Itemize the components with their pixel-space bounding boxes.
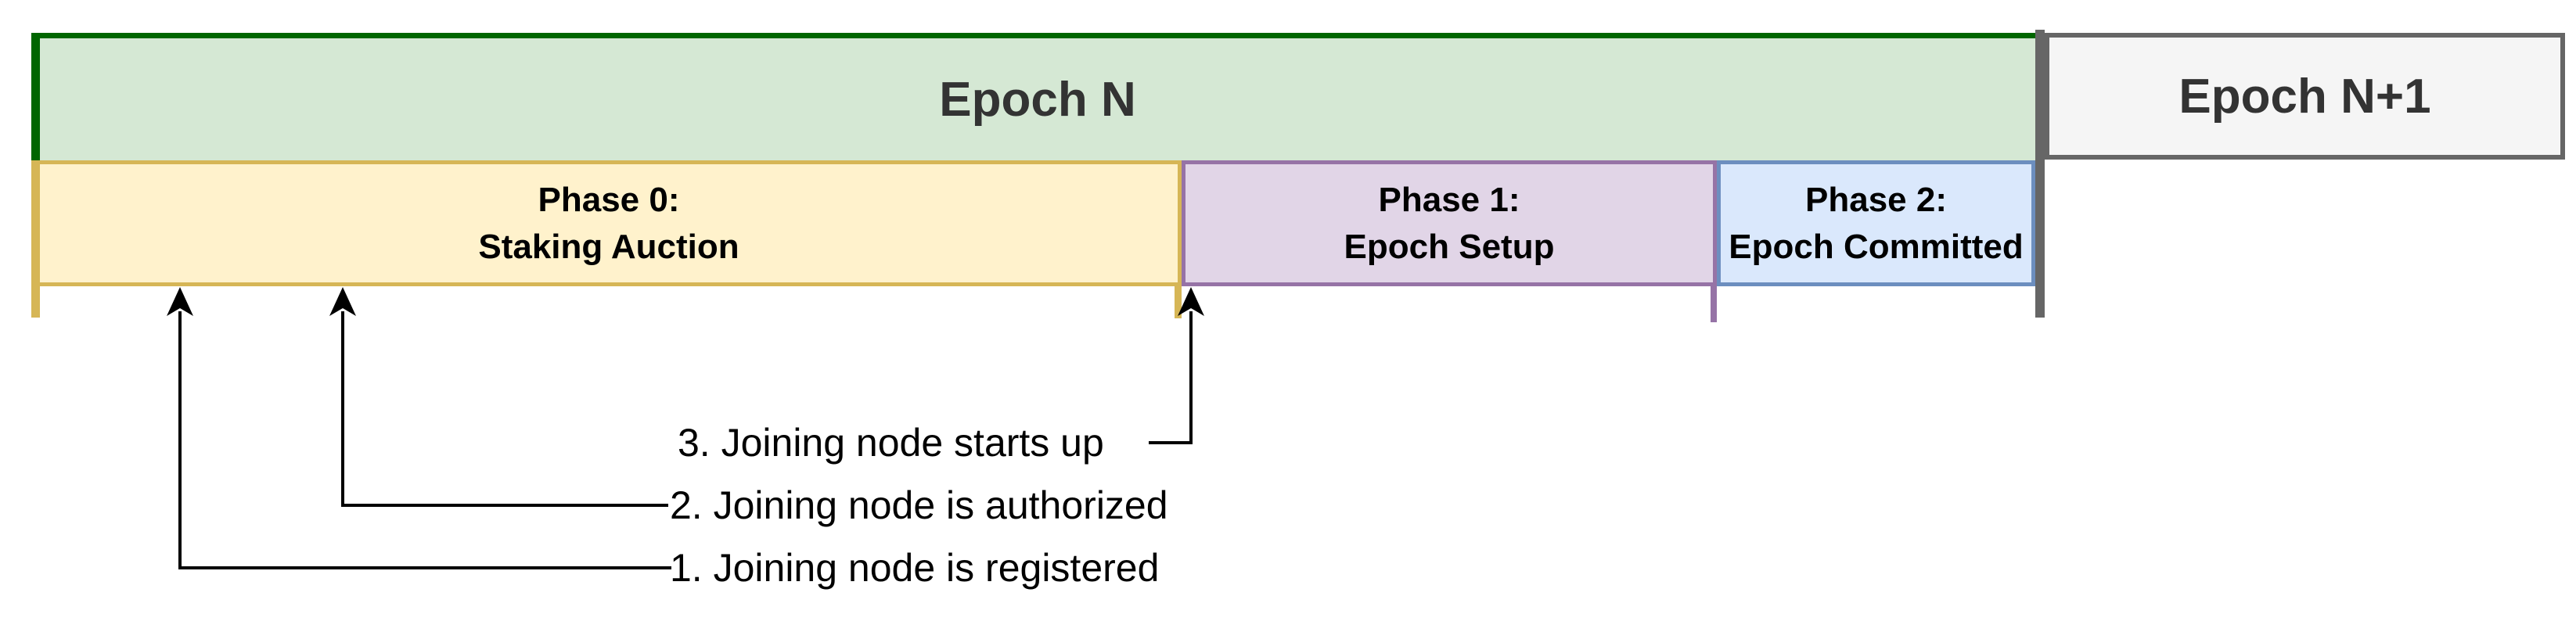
- phase-0-subtitle: Staking Auction: [478, 227, 739, 266]
- phase-1-box: Phase 1: Epoch Setup: [1182, 160, 1717, 286]
- epoch-n-label: Epoch N: [939, 72, 1136, 127]
- phase-2-box: Phase 2: Epoch Committed: [1717, 160, 2035, 286]
- phase-1-subtitle: Epoch Setup: [1344, 227, 1555, 266]
- connector-authorized-arrow: [329, 287, 668, 507]
- annotation-starts-up: 3. Joining node starts up: [678, 421, 1104, 465]
- phase-2-subtitle: Epoch Committed: [1729, 227, 2024, 266]
- epoch-n-plus-1-label: Epoch N+1: [2178, 69, 2431, 124]
- annotation-registered: 1. Joining node is registered: [670, 546, 1160, 590]
- phase-0-title: Phase 0:: [538, 180, 680, 219]
- phase-1-right-border-stub: [1711, 285, 1717, 322]
- epoch-n-bar: Epoch N: [31, 33, 2035, 160]
- annotation-authorized: 2. Joining node is authorized: [670, 483, 1168, 527]
- phase-0-left-border-stub: [31, 286, 40, 318]
- phase-1-title: Phase 1:: [1378, 180, 1520, 219]
- epoch-boundary-divider: [2035, 30, 2045, 318]
- epoch-n-plus-1-box: Epoch N+1: [2045, 33, 2565, 160]
- phase-2-title: Phase 2:: [1805, 180, 1947, 219]
- phase-0-right-border-stub: [1175, 285, 1182, 318]
- phase-0-box: Phase 0: Staking Auction: [31, 160, 1182, 286]
- connector-registered-arrow: [167, 287, 671, 569]
